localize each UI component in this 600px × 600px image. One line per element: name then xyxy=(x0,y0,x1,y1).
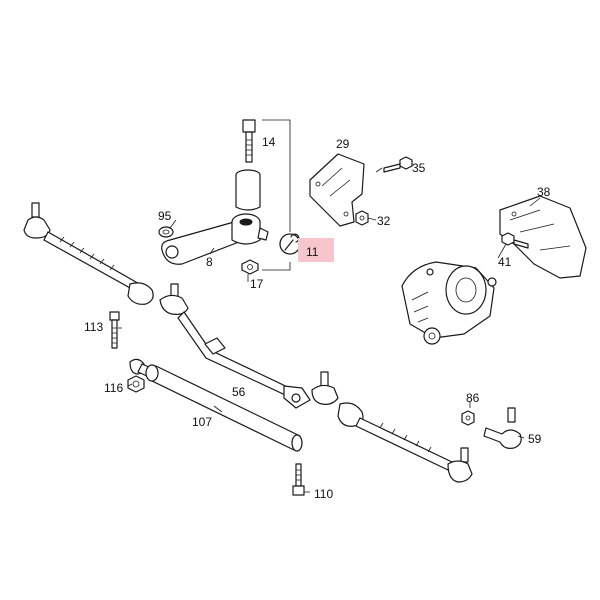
callout-highlight-11 xyxy=(298,238,334,262)
label-113[interactable]: 113 xyxy=(84,320,103,334)
tie-rod-assembly-left xyxy=(23,202,154,305)
bolt-113 xyxy=(109,311,120,349)
label-17[interactable]: 17 xyxy=(250,277,264,291)
bolt-35 xyxy=(383,156,413,173)
leader-lines xyxy=(118,167,541,493)
label-41[interactable]: 41 xyxy=(498,255,512,269)
nut-95 xyxy=(158,226,174,238)
bolt-110 xyxy=(292,463,305,496)
center-link-56 xyxy=(159,283,311,409)
label-38[interactable]: 38 xyxy=(537,185,551,199)
nut-116 xyxy=(127,375,145,393)
bolt-14 xyxy=(242,119,256,163)
steering-damper-107 xyxy=(129,358,303,452)
label-8[interactable]: 8 xyxy=(206,255,213,269)
label-32[interactable]: 32 xyxy=(377,214,391,228)
bushing xyxy=(235,169,261,211)
label-11[interactable]: 11 xyxy=(306,245,319,259)
label-86[interactable]: 86 xyxy=(466,391,480,405)
label-59[interactable]: 59 xyxy=(528,432,542,446)
tie-rod-end-59 xyxy=(483,407,522,449)
label-116[interactable]: 116 xyxy=(104,381,123,395)
idler-arm-8 xyxy=(161,213,269,265)
label-95[interactable]: 95 xyxy=(158,209,172,223)
label-56[interactable]: 56 xyxy=(232,385,246,399)
wrench-icon xyxy=(279,233,301,255)
label-14[interactable]: 14 xyxy=(262,135,276,149)
label-35[interactable]: 35 xyxy=(412,161,426,175)
bracket-29 xyxy=(309,153,365,227)
steering-gearbox xyxy=(401,261,497,345)
nut-32 xyxy=(355,210,369,226)
tie-rod-assembly-right xyxy=(311,371,473,483)
label-110[interactable]: 110 xyxy=(314,487,333,501)
nut-86 xyxy=(461,410,475,426)
bracket-38 xyxy=(499,195,587,279)
assembly-bracket-line xyxy=(262,119,291,271)
label-29[interactable]: 29 xyxy=(336,137,350,151)
nut-17 xyxy=(241,259,259,275)
bolt-41 xyxy=(501,232,529,249)
label-107[interactable]: 107 xyxy=(192,415,212,429)
